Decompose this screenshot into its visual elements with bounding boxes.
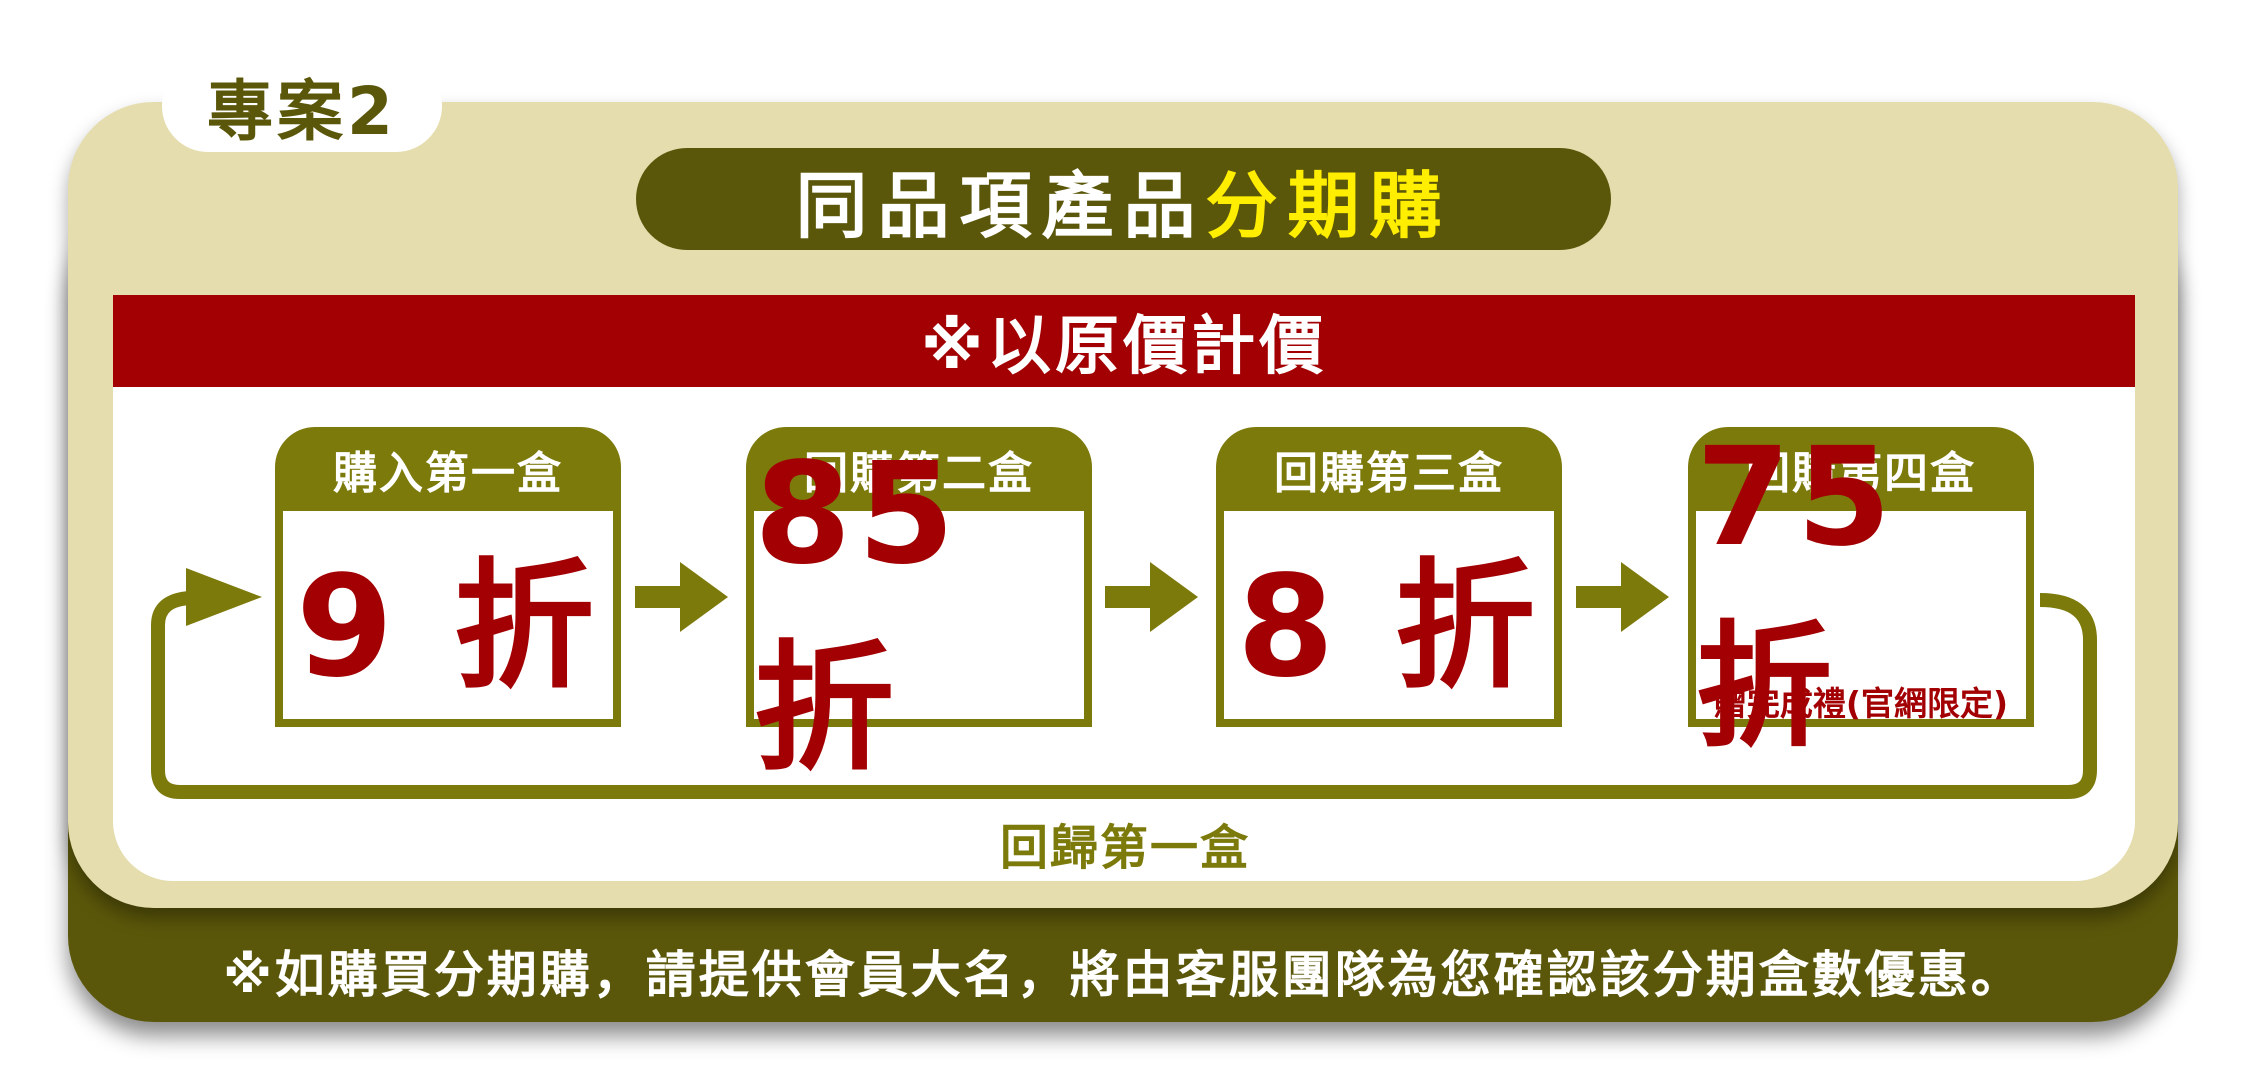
step-box-3: 回購第三盒 8 折	[1216, 427, 1562, 727]
step-body: 85折	[746, 432, 1092, 791]
loop-arrowhead-icon	[186, 568, 262, 626]
step-note: 贈完成禮(官網限定)	[1713, 684, 2009, 723]
footer-note: ※如購買分期購，請提供會員大名，將由客服團隊為您確認該分期盒數優惠。	[223, 946, 2024, 1004]
step-header: 回購第四盒	[1688, 427, 2034, 511]
step-header: 回購第三盒	[1216, 427, 1562, 511]
step-body: 75折 贈完成禮(官網限定)	[1688, 419, 2034, 767]
step-discount: 8 折	[1236, 546, 1542, 709]
step-header: 回購第二盒	[746, 427, 1092, 511]
price-banner-text: ※以原價計價	[920, 310, 1328, 384]
step-body: 9 折	[275, 503, 621, 727]
step-box-2: 回購第二盒 85折	[746, 427, 1092, 791]
arrow-right-icon	[1576, 562, 1669, 632]
step-discount: 75折	[1696, 419, 1891, 767]
arrow-right-icon	[635, 562, 728, 632]
step-discount: 85折	[754, 432, 961, 791]
loop-label: 回歸第一盒	[999, 820, 1250, 876]
title-pill: 同品項產品 分期購	[636, 148, 1611, 250]
step-header: 購入第一盒	[275, 427, 621, 511]
project-tab: 專案2	[162, 60, 442, 152]
step-discount: 9 折	[295, 546, 601, 709]
step-body: 8 折	[1216, 503, 1562, 727]
step-box-1: 購入第一盒 9 折	[275, 427, 621, 727]
project-tab-label: 專案2	[207, 73, 397, 150]
arrow-right-icon	[1105, 562, 1198, 632]
price-banner: ※以原價計價	[113, 295, 2135, 387]
step-box-4: 回購第四盒 75折 贈完成禮(官網限定)	[1688, 419, 2034, 767]
title-part1: 同品項產品	[795, 163, 1206, 248]
loop-arrow-icon	[151, 591, 2097, 799]
title-part2: 分期購	[1205, 163, 1452, 248]
